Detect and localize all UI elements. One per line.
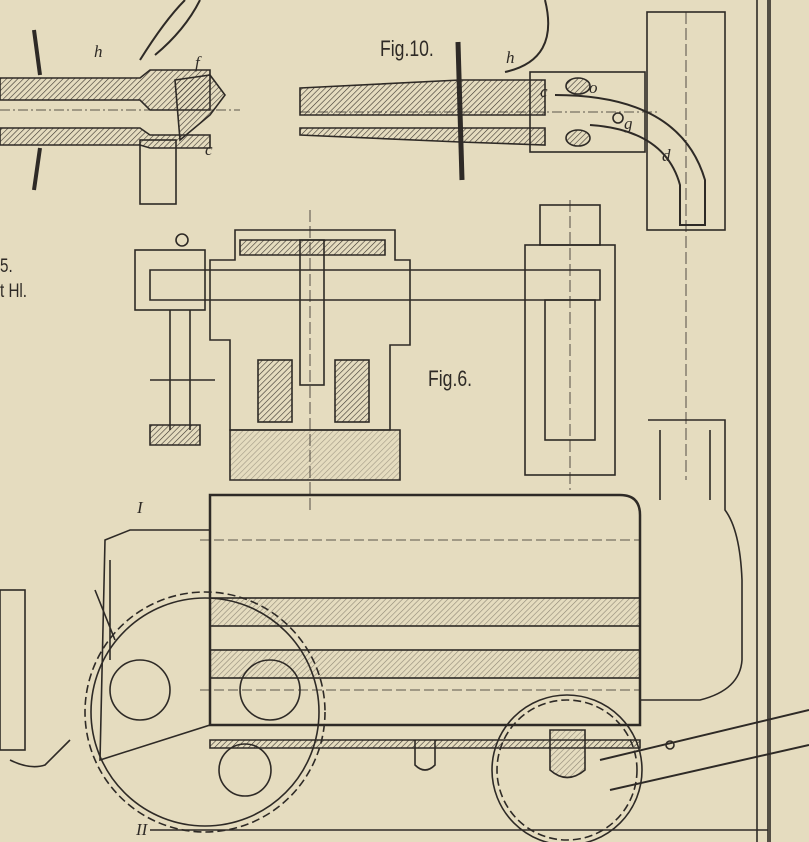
label-c-left: c [205, 140, 213, 159]
left-nozzle-detail [0, 0, 240, 205]
label-d: d [662, 146, 671, 165]
small-wheel [491, 694, 643, 842]
side-caption-text: t Hl. [0, 281, 28, 302]
label-f: f [195, 53, 200, 72]
boiler [94, 493, 642, 771]
label-o: o [589, 78, 598, 97]
drawbar [599, 709, 809, 791]
fig10-nozzle-detail [299, 0, 706, 226]
large-wheel [84, 591, 326, 833]
chimney [640, 11, 743, 701]
section-marker-i: I [137, 498, 143, 517]
label-c-fig10: c [540, 82, 548, 101]
side-caption-number: 5. [0, 256, 13, 277]
label-h-fig10: h [506, 48, 515, 67]
label-h-left: h [94, 42, 103, 61]
label-g: g [624, 114, 633, 133]
fig10-title: Fig.10. [380, 36, 434, 61]
fig6-title: Fig.6. [428, 366, 473, 391]
section-marker-ii: II [136, 820, 148, 839]
fig6-engine [134, 200, 616, 510]
